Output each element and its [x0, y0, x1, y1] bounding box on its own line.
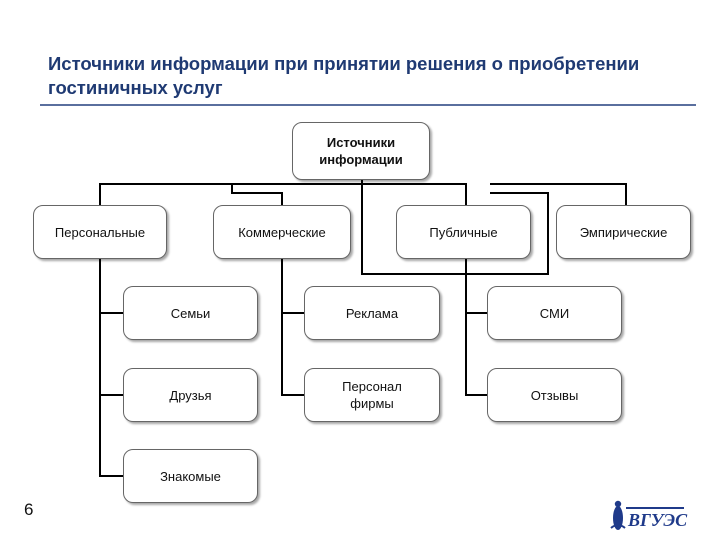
svg-text:ВГУЭС: ВГУЭС	[627, 510, 688, 530]
node-acquaintances: Знакомые	[123, 449, 258, 503]
node-friends-label: Друзья	[169, 387, 212, 403]
node-advertising: Реклама	[304, 286, 440, 340]
node-empirical: Эмпирические	[556, 205, 691, 259]
page-number: 6	[24, 500, 34, 519]
node-advertising-label: Реклама	[345, 305, 399, 321]
connector-commercial-children	[281, 258, 305, 396]
node-personal: Персональные	[33, 205, 167, 259]
node-reviews: Отзывы	[487, 368, 622, 422]
connector-root-to-empirical	[490, 183, 627, 206]
node-friends: Друзья	[123, 368, 258, 422]
node-family: Семьи	[123, 286, 258, 340]
node-root-label: Источники информации	[319, 135, 403, 167]
connector-public-children	[465, 258, 488, 396]
node-personal-label: Персональные	[54, 224, 146, 240]
node-root: Источники информации	[292, 122, 430, 180]
node-public: Публичные	[396, 205, 531, 259]
university-logo: ВГУЭС	[610, 500, 688, 530]
connector-root-to-commercial	[231, 184, 283, 206]
slide-title: Источники информации при принятии решени…	[48, 53, 640, 98]
node-staff: Персонал фирмы	[304, 368, 440, 422]
connector-personal-children	[99, 258, 124, 477]
connector-root-to-public	[362, 183, 467, 206]
node-media: СМИ	[487, 286, 622, 340]
node-commercial-label: Коммерческие	[238, 224, 326, 240]
node-commercial: Коммерческие	[213, 205, 351, 259]
title-divider	[40, 104, 696, 106]
node-reviews-label: Отзывы	[530, 387, 579, 403]
node-staff-label: Персонал фирмы	[342, 379, 402, 411]
node-acquaintances-label: Знакомые	[160, 468, 221, 484]
connector-root-to-empirical-loop	[361, 184, 549, 275]
node-public-label: Публичные	[429, 224, 498, 240]
node-media-label: СМИ	[539, 305, 570, 321]
node-empirical-label: Эмпирические	[579, 224, 668, 240]
node-family-label: Семьи	[170, 305, 211, 321]
